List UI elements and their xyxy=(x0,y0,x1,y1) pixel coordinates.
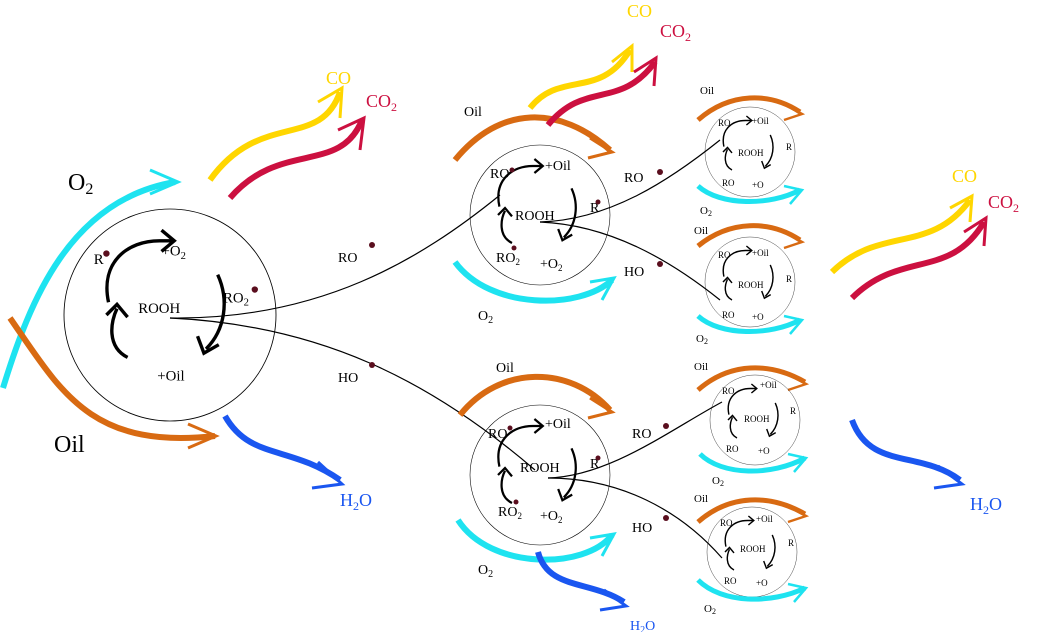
svg-text:+O2: +O2 xyxy=(540,257,563,273)
svg-text:O2: O2 xyxy=(478,563,493,580)
svg-text:Oil: Oil xyxy=(464,105,482,120)
svg-text:R: R xyxy=(786,274,792,284)
water-label: H2O xyxy=(340,490,372,513)
svg-text:+O: +O xyxy=(752,180,764,190)
svg-text:+Oil: +Oil xyxy=(752,116,769,126)
svg-text:R: R xyxy=(590,201,600,216)
svg-text:RO: RO xyxy=(722,178,735,188)
ho-radical-label: HO xyxy=(338,371,358,386)
svg-text:Oil: Oil xyxy=(700,85,714,97)
oil-input-arrow xyxy=(7,316,216,441)
svg-text:ROOH: ROOH xyxy=(738,148,764,158)
svg-text:+Oil: +Oil xyxy=(545,159,571,174)
svg-text:RO2: RO2 xyxy=(496,251,520,267)
svg-text:CO2: CO2 xyxy=(988,192,1019,215)
svg-text:RO: RO xyxy=(722,386,735,396)
svg-text:RO: RO xyxy=(722,310,735,320)
svg-text:RO: RO xyxy=(624,171,643,186)
co-label: CO xyxy=(326,68,351,88)
water-arrow xyxy=(222,414,342,483)
svg-text:ROOH: ROOH xyxy=(740,544,766,554)
svg-text:RO: RO xyxy=(718,118,731,128)
svg-text:RO: RO xyxy=(632,427,651,442)
svg-text:RO: RO xyxy=(726,444,739,454)
small-cycle-4: Oil RO +Oil ROOH R RO +O O2 xyxy=(694,493,810,616)
main-cycle: R +O2 ROOH RO2 +Oil xyxy=(62,207,278,423)
svg-text:Oil: Oil xyxy=(694,225,708,237)
svg-text:H2O: H2O xyxy=(630,619,655,632)
plus-o2-label: +O2 xyxy=(162,244,186,262)
svg-text:O2: O2 xyxy=(696,333,708,346)
right-products: CO CO2 H2O xyxy=(829,166,1019,517)
small-cycle-1: Oil RO +Oil ROOH R RO +O O2 xyxy=(696,85,806,218)
small-cycle-2: Oil RO +Oil ROOH R RO +O O2 xyxy=(694,223,806,346)
svg-text:R: R xyxy=(590,457,600,472)
svg-text:Oil: Oil xyxy=(694,361,708,373)
svg-text:RO: RO xyxy=(718,250,731,260)
svg-text:RO: RO xyxy=(724,576,737,586)
svg-text:O2: O2 xyxy=(712,475,724,488)
upper-mid-cycle: Oil CO CO2 RO +Oil ROOH R RO2 +O2 O2 xyxy=(452,1,691,326)
left-inputs: O2 Oil xyxy=(0,168,220,458)
svg-text:HO: HO xyxy=(624,265,644,280)
co-arrow xyxy=(207,90,343,182)
svg-text:RO: RO xyxy=(720,518,733,528)
main-products: CO CO2 H2O xyxy=(207,68,397,513)
svg-text:HO: HO xyxy=(632,521,652,536)
svg-text:Oil: Oil xyxy=(496,361,514,376)
svg-text:+O: +O xyxy=(752,312,764,322)
svg-text:O2: O2 xyxy=(704,603,716,616)
co2-label: CO2 xyxy=(366,91,397,114)
svg-text:ROOH: ROOH xyxy=(738,280,764,290)
svg-text:RO: RO xyxy=(488,427,507,442)
svg-text:H2O: H2O xyxy=(970,494,1002,517)
svg-text:R: R xyxy=(790,406,796,416)
svg-text:CO: CO xyxy=(952,166,977,186)
svg-text:RO: RO xyxy=(490,167,509,182)
svg-text:ROOH: ROOH xyxy=(744,414,770,424)
svg-text:O2: O2 xyxy=(700,205,712,218)
svg-text:R: R xyxy=(786,142,792,152)
svg-text:ROOH: ROOH xyxy=(520,461,560,476)
svg-text:+Oil: +Oil xyxy=(545,417,571,432)
plus-oil-label: +Oil xyxy=(157,369,184,385)
oxygen-input-arrow xyxy=(0,179,176,389)
small-cycle-3: Oil RO +Oil ROOH R RO +O O2 xyxy=(694,361,810,488)
lower-mid-cycle: Oil RO +Oil ROOH R RO2 +O2 O2 H2O xyxy=(455,361,655,632)
svg-text:+O2: +O2 xyxy=(540,509,563,525)
svg-text:+Oil: +Oil xyxy=(760,380,777,390)
svg-text:+O: +O xyxy=(756,578,768,588)
ro2-label: RO2 xyxy=(223,290,249,308)
svg-text:RO2: RO2 xyxy=(498,505,522,521)
ro-radical-label: RO xyxy=(338,251,357,266)
rooh-label: ROOH xyxy=(138,301,180,317)
radical-links xyxy=(169,139,723,559)
svg-text:CO2: CO2 xyxy=(660,21,691,44)
svg-text:+O: +O xyxy=(758,446,770,456)
svg-text:+Oil: +Oil xyxy=(752,248,769,258)
svg-text:CO: CO xyxy=(627,1,652,21)
o2-input-label: O2 xyxy=(68,170,93,198)
oil-input-label: Oil xyxy=(54,432,85,458)
svg-text:R: R xyxy=(788,538,794,548)
svg-text:O2: O2 xyxy=(478,309,493,326)
svg-text:+Oil: +Oil xyxy=(756,514,773,524)
co2-arrow xyxy=(227,118,365,200)
r-label: R xyxy=(94,252,104,268)
svg-text:ROOH: ROOH xyxy=(515,209,555,224)
svg-text:Oil: Oil xyxy=(694,493,708,505)
